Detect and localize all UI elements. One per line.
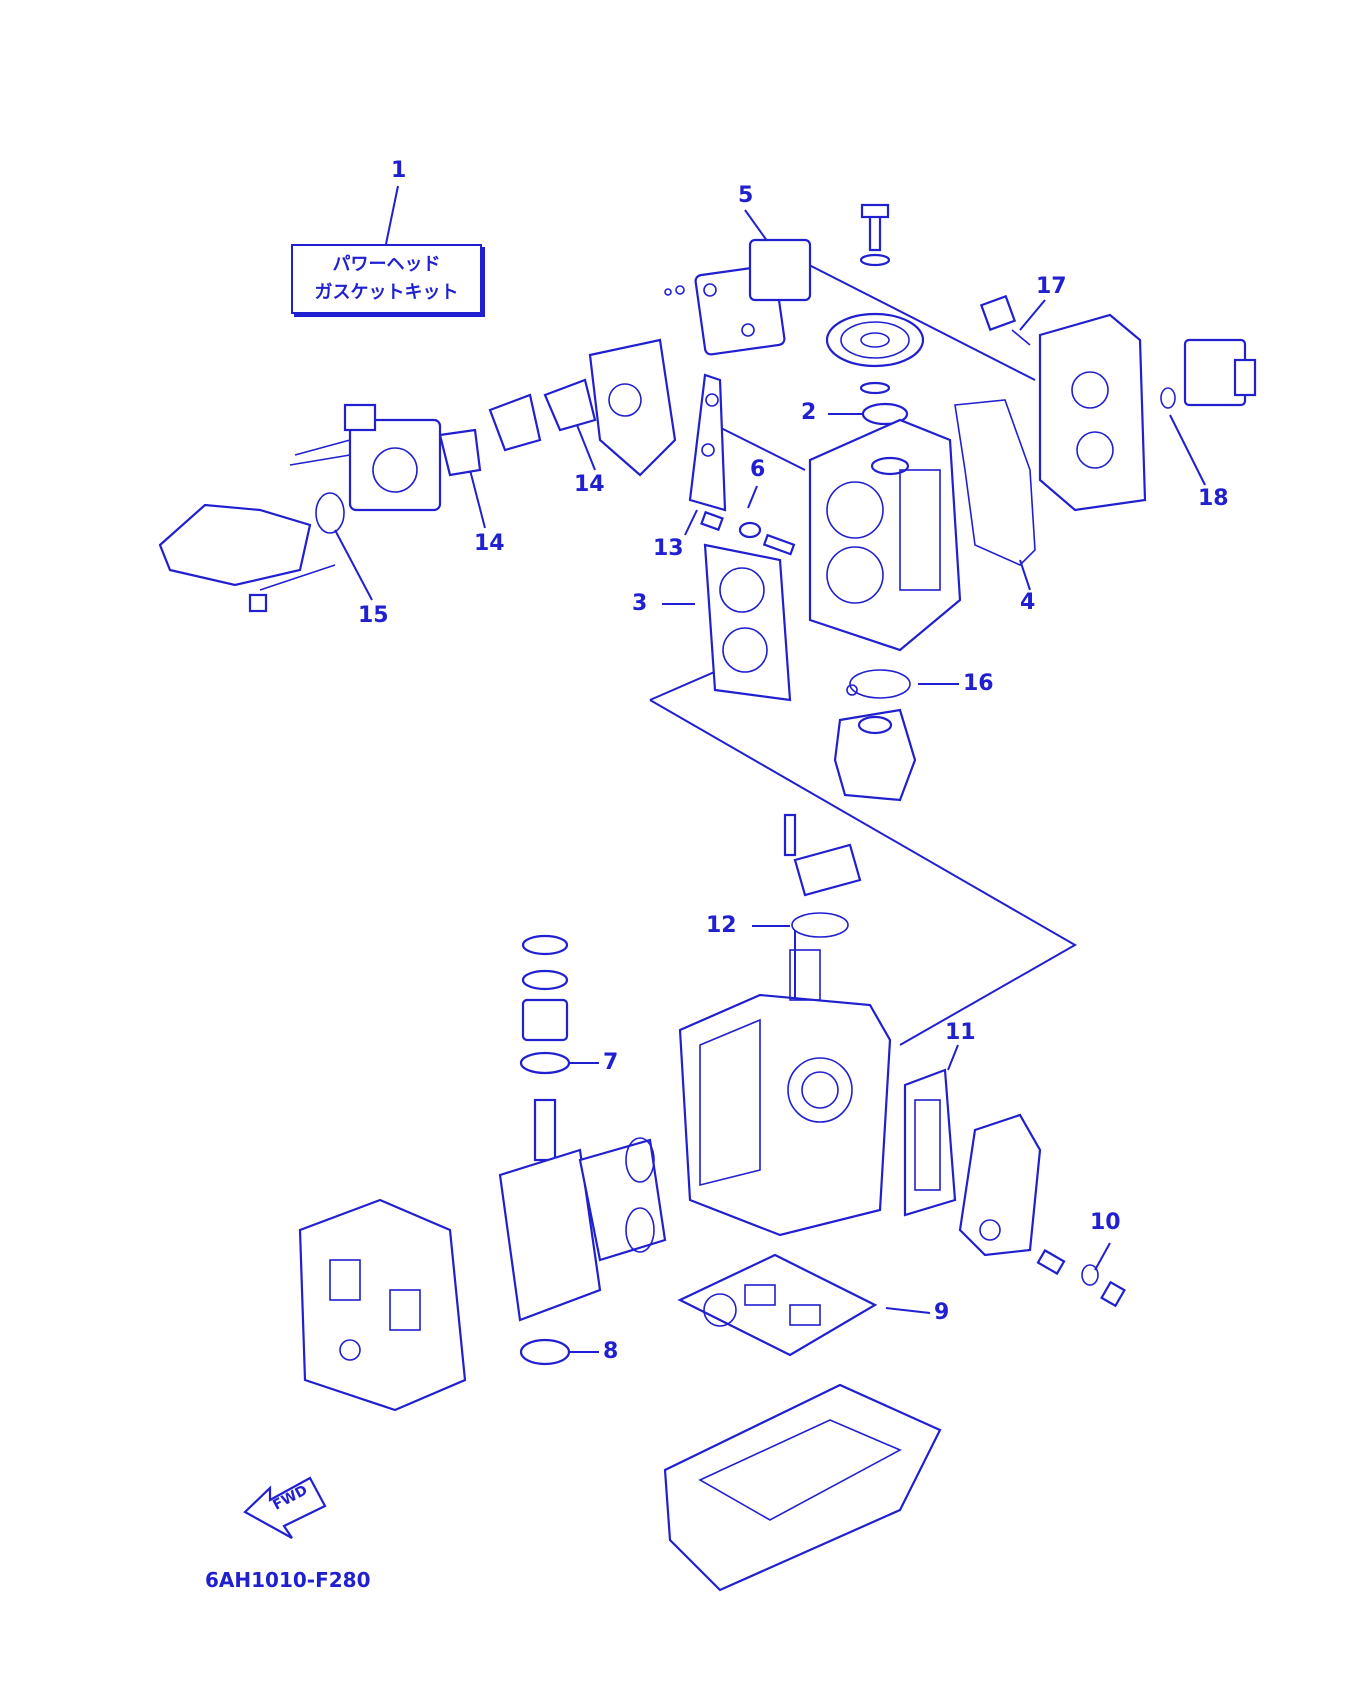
callout-18: 18 — [1198, 486, 1229, 511]
callout-9: 9 — [934, 1300, 950, 1325]
fwd-arrow-icon — [243, 1476, 327, 1539]
callout-10: 10 — [1090, 1210, 1121, 1235]
callout-15: 15 — [358, 603, 389, 628]
carburetor — [289, 403, 442, 512]
part-10-cover — [958, 1113, 1126, 1308]
part-14-intake — [438, 338, 677, 477]
part-12-gasket-bracket — [783, 813, 862, 938]
part-9-gasket — [677, 1253, 878, 1357]
cylinder-block — [678, 949, 892, 1237]
callout-3: 3 — [632, 591, 648, 616]
callout-16: 16 — [963, 671, 994, 696]
callout-6: 6 — [750, 457, 766, 482]
part-13-gasket — [688, 373, 727, 512]
callout-4: 4 — [1020, 590, 1036, 615]
callout-17: 17 — [1036, 274, 1067, 299]
part-11-gasket — [903, 1068, 957, 1217]
gasket-kit-label-box: パワーヘッド ガスケットキット — [291, 244, 482, 314]
kit-label-line1: パワーヘッド — [332, 254, 441, 275]
crankshaft-assembly — [498, 934, 667, 1366]
kit-label-line2: ガスケットキット — [314, 282, 459, 303]
callout-14-b: 14 — [574, 472, 605, 497]
cylinder-head — [808, 418, 962, 652]
callout-11: 11 — [945, 1020, 976, 1045]
leader-lines — [334, 185, 1206, 1353]
callout-8: 8 — [603, 1339, 619, 1364]
head-cover — [979, 294, 1147, 512]
part-3-head-gasket — [703, 543, 792, 702]
air-silencer — [158, 503, 336, 613]
part-16-gasket — [846, 669, 911, 699]
part-4-gasket — [954, 399, 1036, 566]
part-5-cover-plates — [664, 238, 812, 356]
pulley-assembly — [825, 203, 925, 426]
callout-1: 1 — [391, 158, 407, 183]
part-15-o-ring — [315, 492, 345, 534]
oil-pan — [663, 1383, 942, 1592]
fuel-pump — [1160, 338, 1257, 409]
exhaust-manifold — [298, 1198, 467, 1412]
callout-2: 2 — [801, 400, 817, 425]
part-6-plug — [700, 510, 796, 556]
callout-12: 12 — [706, 913, 737, 938]
callout-13: 13 — [653, 536, 684, 561]
callout-7: 7 — [603, 1050, 619, 1075]
thermostat-housing — [833, 708, 917, 802]
callout-5: 5 — [738, 183, 754, 208]
callout-14-a: 14 — [474, 531, 505, 556]
diagram-code: 6AH1010-F280 — [205, 1568, 371, 1592]
